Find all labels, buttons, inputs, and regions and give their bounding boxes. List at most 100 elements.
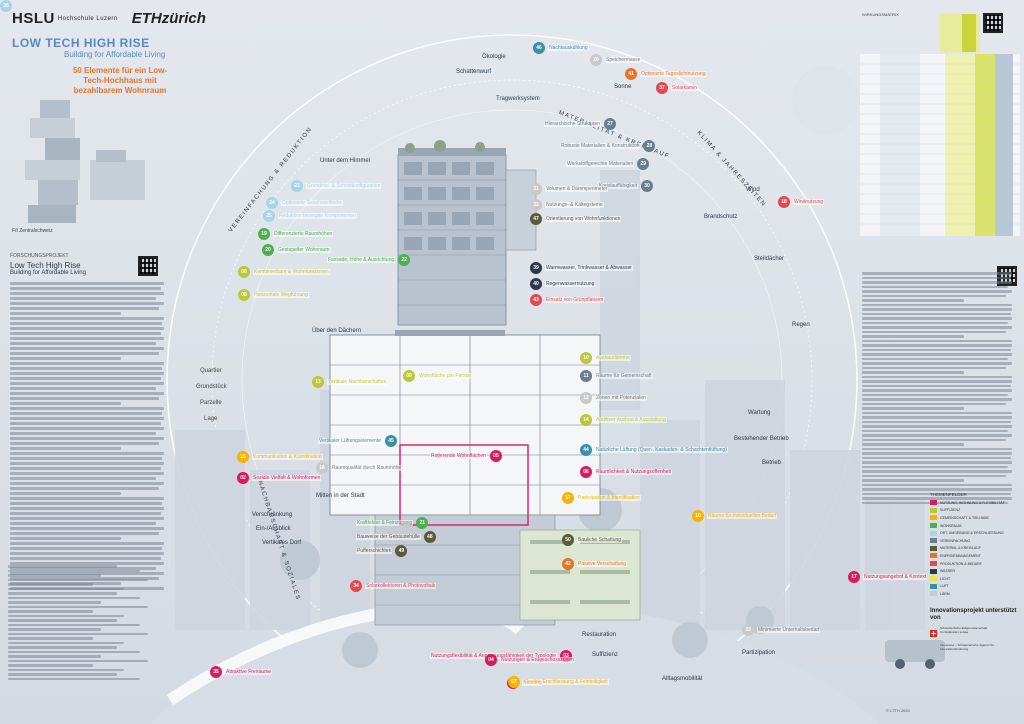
text-line [862,461,1012,464]
text-line [10,572,164,575]
element-number: 11 [580,370,592,382]
element-number: 10 [580,352,592,364]
element-number: 20 [262,244,274,256]
text-line [8,632,148,635]
element-label: Volumen & Dämmperimeter [545,186,609,192]
text-line [10,317,164,320]
ring-label-sonne: Sonne [614,84,632,90]
text-line [10,282,164,285]
text-line [862,330,1006,333]
stacked-building-icon [25,100,145,223]
text-line [8,610,94,613]
legend-row: GEMEINSCHAFT & TEILHABE [930,514,1020,522]
text-line [862,272,1012,275]
element-label: Räume für Gemeinschaft [595,373,653,379]
text-line [862,335,964,338]
element-label: Wohnfläche pro Person [418,373,473,379]
text-line [10,467,161,470]
legend-label: GEMEINSCHAFT & TEILHABE [940,515,989,520]
text-line [10,477,157,480]
poster-title: LOW TECH HIGH RISE [12,36,150,50]
text-line [862,285,1008,288]
right-body-text [862,272,1012,506]
text-line [862,281,1012,284]
element-number: 17 [562,492,574,504]
text-line [10,422,161,425]
text-line [10,387,157,390]
text-line [10,442,160,445]
eth-logo: ETHzürich [131,10,206,27]
element-label: Regenwassernutzung [545,281,596,287]
text-line [862,407,964,410]
text-line [862,479,964,482]
text-line [10,532,160,535]
element-label: Kombinierbare & Wohnfunktionen [253,269,330,275]
text-line [10,357,121,360]
element-number: 17 [848,571,860,583]
element-number: 42 [562,558,574,570]
text-line [862,321,1008,324]
ring-label-alltagsmobilitaet: Alltagsmobilität [662,676,703,682]
text-line [10,322,163,325]
element-label: Kreislauffähigkeit [598,183,638,189]
outer-ring [166,34,858,724]
element-label: Ausbaudämme [595,355,631,361]
text-line [10,517,164,520]
support-title: Innovationsprojekt unterstützt von [930,608,1017,621]
text-line [10,342,157,345]
element-label: Vertikaler Lüftungselemente [318,438,382,444]
project-subtitle: Building for Affordable Living [10,270,86,276]
text-line [8,668,125,671]
element-number: 22 [398,254,411,266]
text-line [8,601,101,604]
element-number: 06 [580,466,592,478]
support-line-2: Confédération suisse [940,630,969,634]
text-line [10,372,164,375]
text-line [10,412,163,415]
element-number: 41 [625,68,637,80]
qr-code-icon [138,256,158,276]
element-label: Gestapelter Wohnraum [277,247,331,253]
legend-label: ENERGIEMANAGEMENT [940,553,981,558]
text-line [10,427,164,430]
element-number: 40 [530,278,542,290]
element-label: Hierarchische Strukturen [544,121,602,127]
text-line [10,377,161,380]
element-number: 43 [530,294,542,306]
legend-swatch [930,515,937,521]
text-line [8,574,101,577]
text-line [8,623,140,626]
text-line [10,347,164,350]
ring-label-tragwerk: Tragwerksystem [496,96,540,102]
text-line [10,492,121,495]
text-line [862,465,1008,468]
element-number: 16 [316,462,328,474]
text-line [8,605,148,608]
element-number: 44 [580,444,592,456]
legend-row: NUTZUNG, WOHNUNG & FLEXIBILITÄT [930,499,1020,507]
element-number: 13 [312,376,324,388]
element-label: Speichermasse [605,57,642,63]
text-line [862,371,964,374]
element-number: 08 [238,289,250,301]
element-number: 34 [350,580,362,592]
text-line [10,502,163,505]
text-line [862,353,1012,356]
element-number: 28 [643,140,656,152]
tram-shape [885,640,945,662]
element-label: Minimierte Unterhaltsbedarf [757,627,821,633]
